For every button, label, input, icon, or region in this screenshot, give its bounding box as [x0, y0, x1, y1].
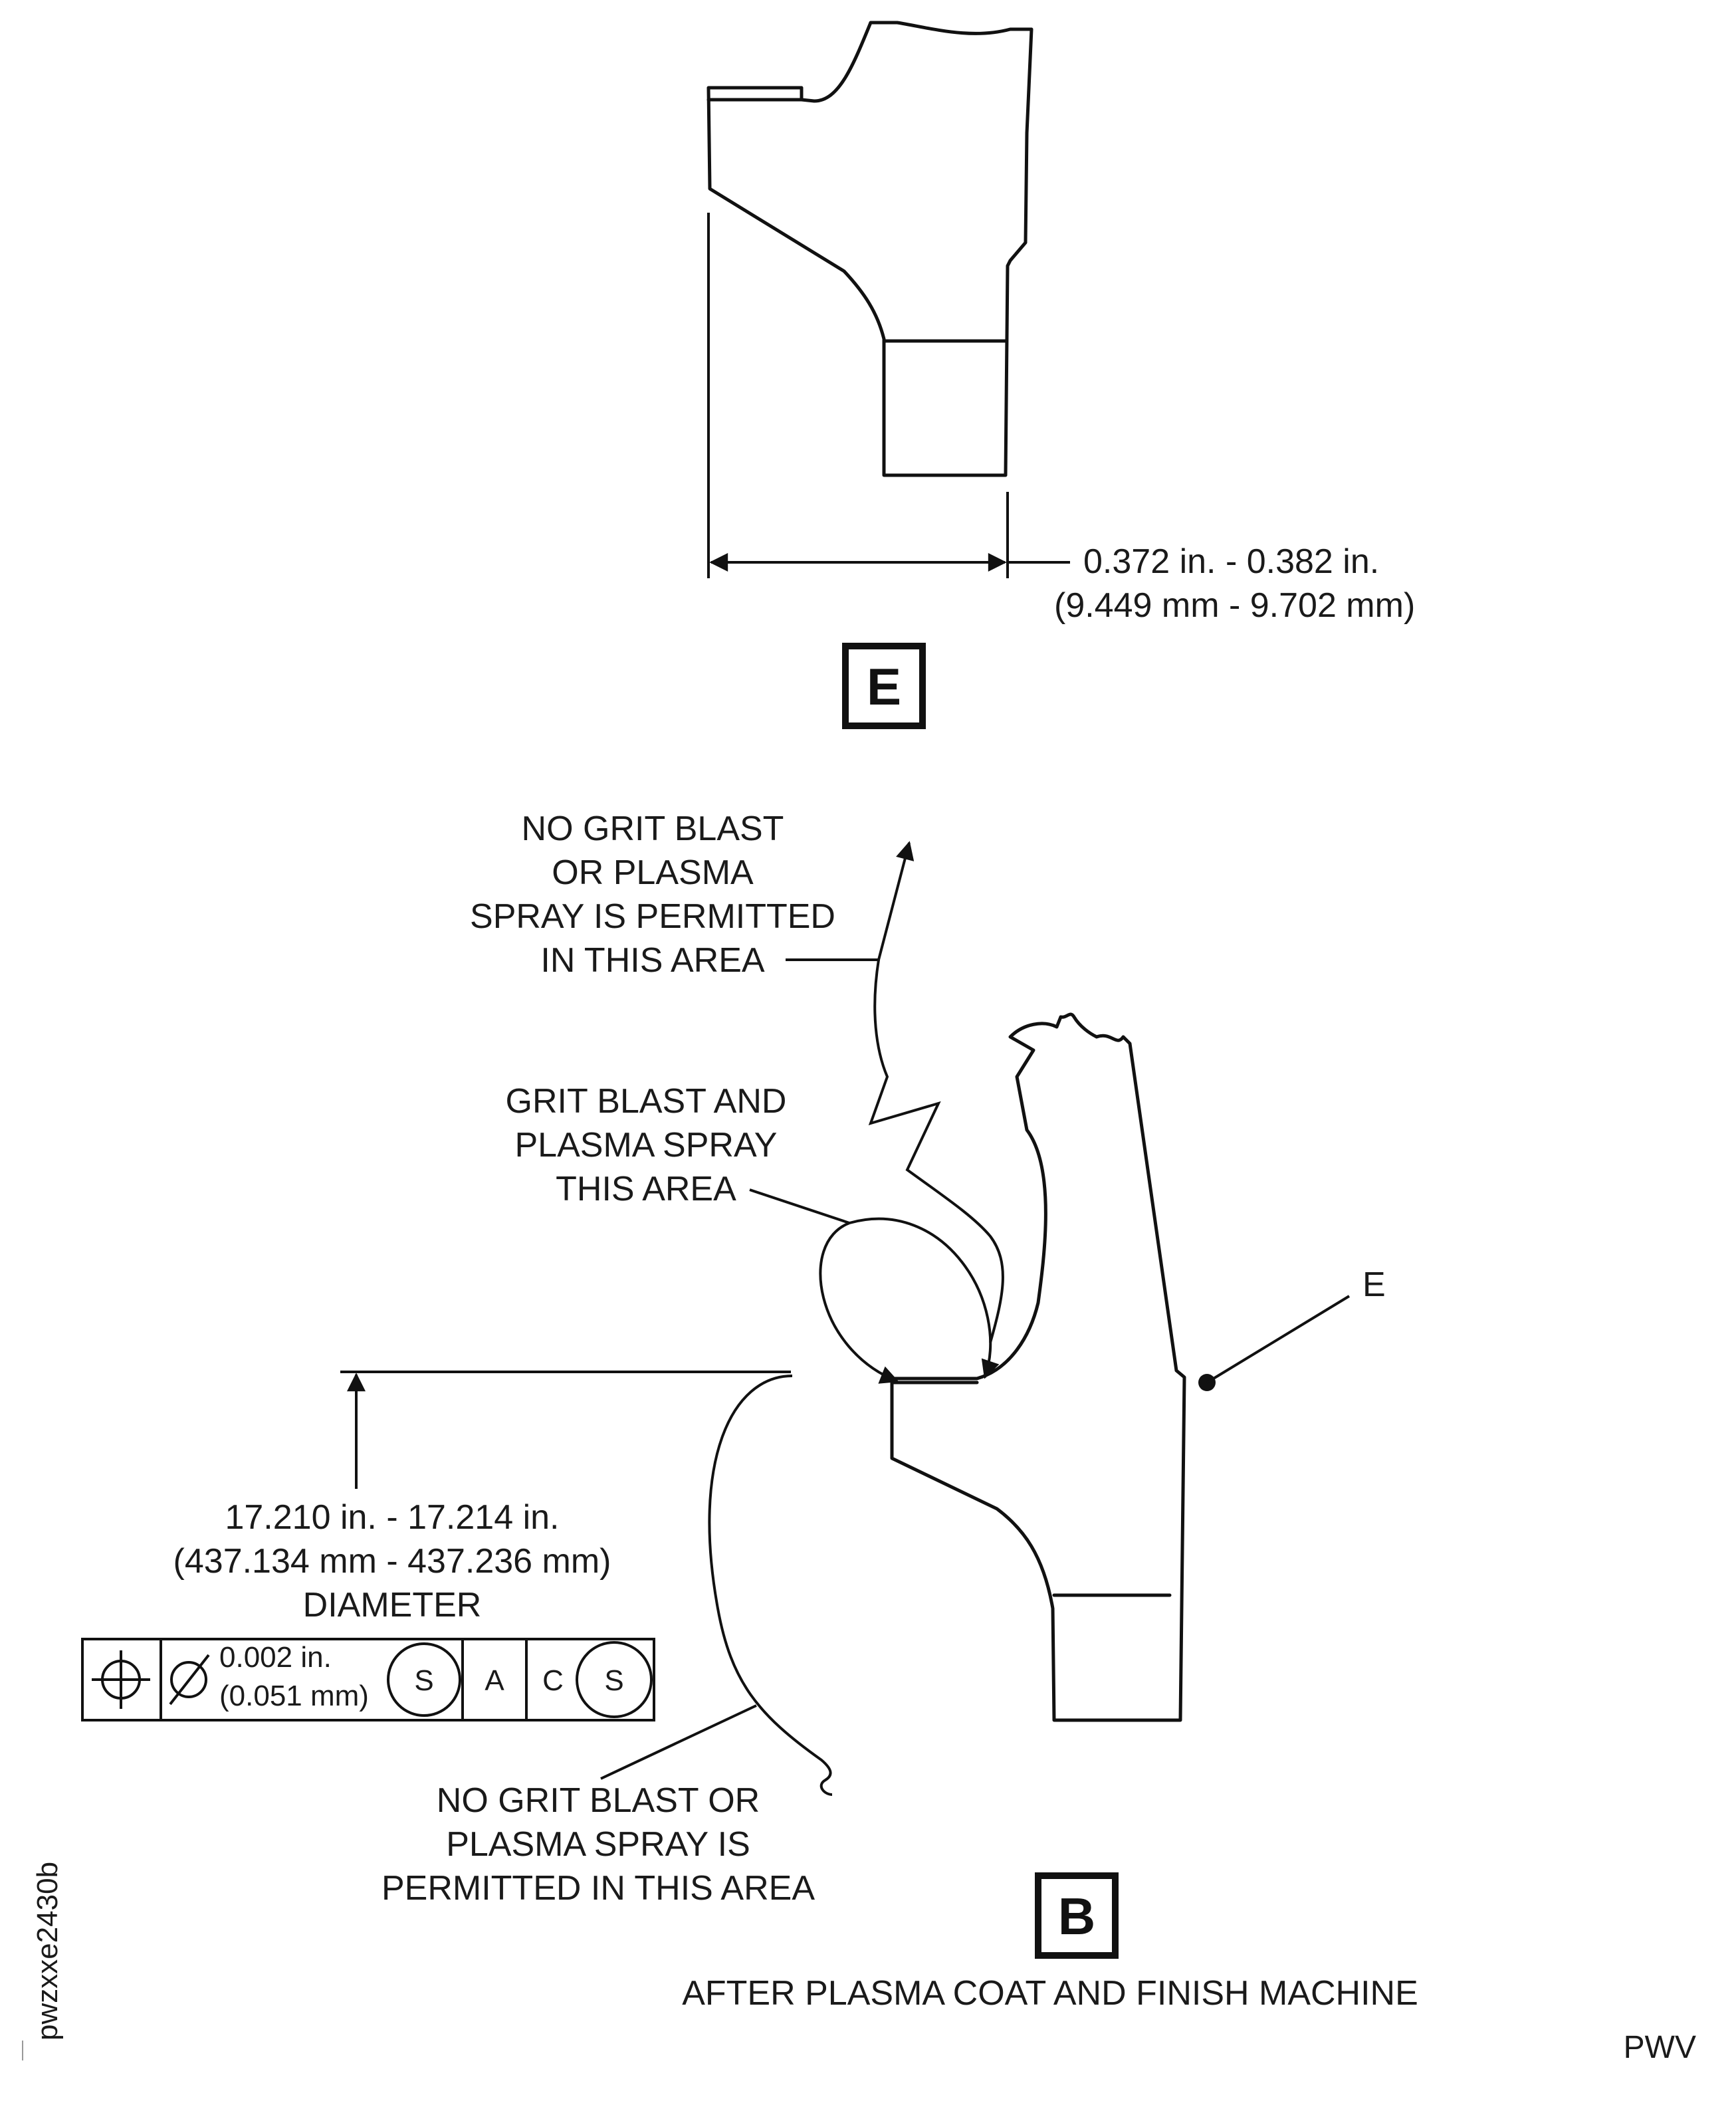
diameter-dim-inch: 17.210 in. - 17.214 in.: [225, 1498, 559, 1537]
leader-grit-blast: [749, 1188, 850, 1224]
fcf-tolerance-inch: 0.002 in.: [219, 1641, 332, 1674]
break-line-lower: [708, 1375, 833, 1796]
grit-blast-arrow-1: [819, 1222, 899, 1384]
diameter-dim-mm: (437.134 mm - 437.236 mm): [173, 1542, 611, 1581]
detail-b-label: B: [1058, 1887, 1095, 1945]
fcf-datum-c-modifier: S: [604, 1664, 623, 1697]
grit-blast-arrow-2: [849, 1217, 1000, 1379]
detail-e-dim-inch: 0.372 in. - 0.382 in.: [1083, 542, 1379, 581]
note-grit-blast-line1: GRIT BLAST AND: [506, 1082, 787, 1121]
position-symbol-icon: [92, 1650, 150, 1709]
note-no-grit-bottom-line3: PERMITTED IN THIS AREA: [381, 1869, 815, 1908]
callout-e-label: E: [1362, 1266, 1386, 1304]
fcf-datum-a: A: [485, 1664, 504, 1697]
figure-id: pwzxxe2430b: [31, 1862, 64, 2041]
feature-control-frame: 0.002 in. (0.051 mm) S A C S: [81, 1638, 655, 1721]
note-grit-blast-line3: THIS AREA: [556, 1170, 736, 1208]
note-no-grit-top-line1: NO GRIT BLAST: [522, 810, 784, 848]
note-no-grit-bottom-line1: NO GRIT BLAST OR: [437, 1781, 760, 1820]
detail-e-label: E: [867, 657, 901, 716]
note-no-grit-bottom-line2: PLASMA SPRAY IS: [446, 1825, 750, 1864]
break-line-upper: [868, 959, 1004, 1343]
fcf-tolerance-mm: (0.051 mm): [219, 1680, 369, 1712]
note-no-grit-top-line3: SPRAY IS PERMITTED: [470, 897, 835, 936]
callout-e-leader: [1206, 1295, 1351, 1384]
diameter-dim-label: DIAMETER: [303, 1586, 482, 1624]
detail-e-dim-mm: (9.449 mm - 9.702 mm): [1054, 586, 1415, 625]
detail-e-label-box: [842, 643, 926, 729]
note-grit-blast-line2: PLASMA SPRAY: [515, 1126, 778, 1164]
footer-code: PWV: [1624, 2030, 1696, 2065]
fcf-modifier: S: [414, 1664, 433, 1697]
detail-b-caption: AFTER PLASMA COAT AND FINISH MACHINE: [682, 1974, 1418, 2013]
fcf-datum-c: C: [542, 1664, 564, 1697]
diameter-symbol-icon: [169, 1654, 210, 1706]
detail-b-label-box: [1035, 1872, 1119, 1959]
leader-no-grit-bottom: [600, 1704, 757, 1780]
detail-e: 0.372 in. - 0.382 in. (9.449 mm - 9.702 …: [706, 21, 1415, 729]
note-no-grit-top-line4: IN THIS AREA: [540, 941, 764, 980]
detail-b: NO GRIT BLAST OR PLASMA SPRAY IS PERMITT…: [81, 810, 1418, 2013]
detail-e-part-profile: [706, 21, 1033, 477]
rfs-modifier-circle: [387, 1642, 461, 1717]
detail-b-part-profile: [890, 1012, 1186, 1722]
note-no-grit-top-line2: OR PLASMA: [552, 853, 754, 892]
datum-c-modifier-circle: [576, 1641, 653, 1718]
